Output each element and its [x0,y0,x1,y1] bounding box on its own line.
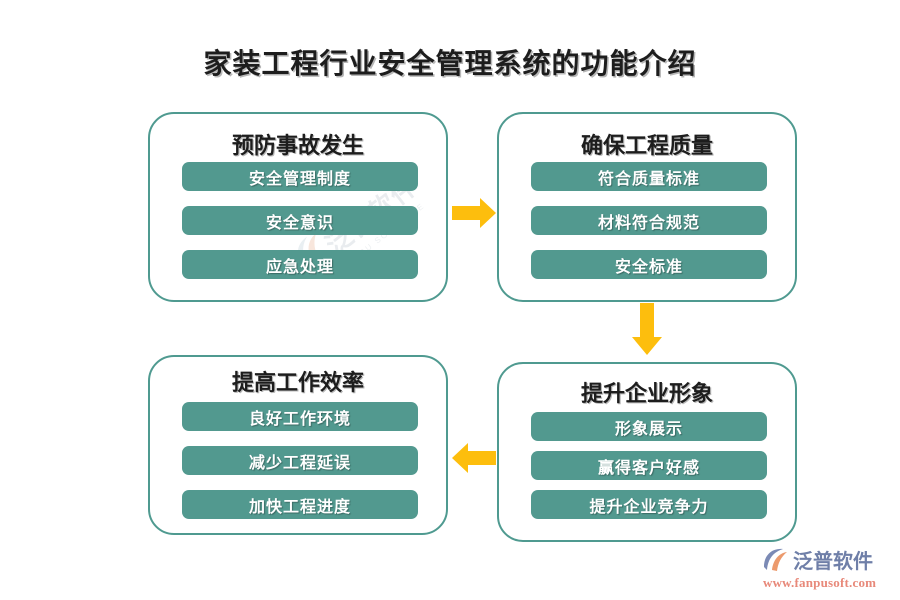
arrow-down-icon [632,303,662,355]
logo-url: www.fanpusoft.com [763,575,877,590]
pill-quality-2[interactable]: 材料符合规范 [531,206,767,235]
group-title-prevent: 预防事故发生 [231,133,364,158]
group-box-image[interactable]: 提升企业形象 形象展示 赢得客户好感 提升企业竞争力 [497,362,797,542]
group-title-quality: 确保工程质量 [580,133,713,158]
pill-efficiency-1[interactable]: 良好工作环境 [182,402,418,431]
fanpu-logo-icon [764,548,787,571]
brand-logo[interactable]: 泛普软件 www.fanpusoft.com [762,545,894,593]
pill-quality-1[interactable]: 符合质量标准 [531,162,767,191]
logo-name: 泛普软件 [793,551,873,573]
group-box-prevent[interactable]: 预防事故发生 安全管理制度 安全意识 应急处理 [148,112,448,302]
arrow-left-icon [452,443,496,473]
group-title-image: 提升企业形象 [580,381,713,406]
pill-prevent-3[interactable]: 应急处理 [182,250,418,279]
arrow-right-icon [452,198,496,228]
page-title: 家装工程行业安全管理系统的功能介绍 [203,49,697,80]
pill-prevent-1[interactable]: 安全管理制度 [182,162,418,191]
pill-image-1[interactable]: 形象展示 [531,412,767,441]
group-box-quality[interactable]: 确保工程质量 符合质量标准 材料符合规范 安全标准 [497,112,797,302]
pill-image-2[interactable]: 赢得客户好感 [531,451,767,480]
logo-row: 泛普软件 [762,545,894,574]
group-title-efficiency: 提高工作效率 [231,370,364,395]
pill-image-3[interactable]: 提升企业竞争力 [531,490,767,519]
pill-efficiency-2[interactable]: 减少工程延误 [182,446,418,475]
group-box-efficiency[interactable]: 提高工作效率 良好工作环境 减少工程延误 加快工程进度 [148,355,448,535]
pill-quality-3[interactable]: 安全标准 [531,250,767,279]
pill-efficiency-3[interactable]: 加快工程进度 [182,490,418,519]
pill-prevent-2[interactable]: 安全意识 [182,206,418,235]
